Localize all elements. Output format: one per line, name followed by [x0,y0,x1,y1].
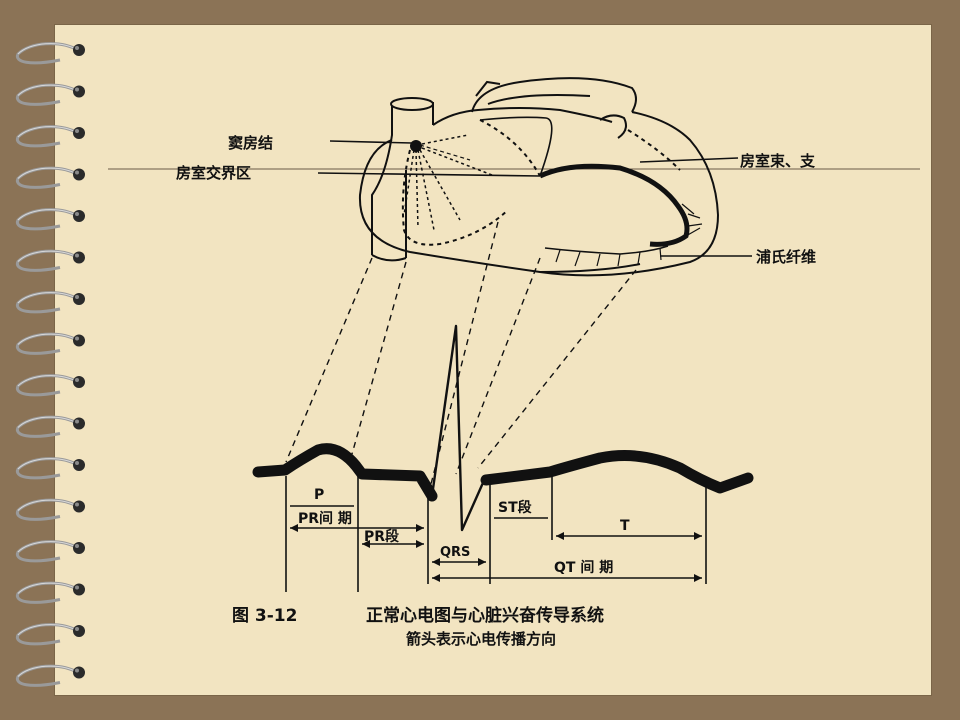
label-purkinje: 浦氏纤维 [756,248,816,266]
leader-lines [317,140,752,257]
label-qrs: QRS [440,545,470,560]
figure-number: 图 3-12 [232,606,297,626]
label-st-segment: ST段 [498,499,532,516]
interval-arrowheads [290,524,702,582]
ecg-trace [252,324,754,532]
label-pr-segment: PR段 [364,528,399,545]
sa-radiating-lines [403,134,493,231]
heart-drawing [358,77,720,277]
interval-markers [285,474,707,592]
label-t-wave: T [620,518,630,534]
figure-title: 正常心电图与心脏兴奋传导系统 [366,605,604,626]
conduction-system [419,144,703,267]
label-pr-interval: PR间 期 [298,510,352,527]
figure-subtitle: 箭头表示心电传播方向 [406,630,556,648]
label-qt-interval: QT 间 期 [554,559,613,576]
label-bundle: 房室束、支 [740,152,816,170]
label-sa-node: 窦房结 [228,134,273,152]
notebook-page [55,25,931,695]
label-av-junction: 房室交界区 [176,164,251,182]
projection-lines [285,221,637,489]
label-p-wave: P [314,487,324,503]
sa-node-dot [410,140,422,152]
